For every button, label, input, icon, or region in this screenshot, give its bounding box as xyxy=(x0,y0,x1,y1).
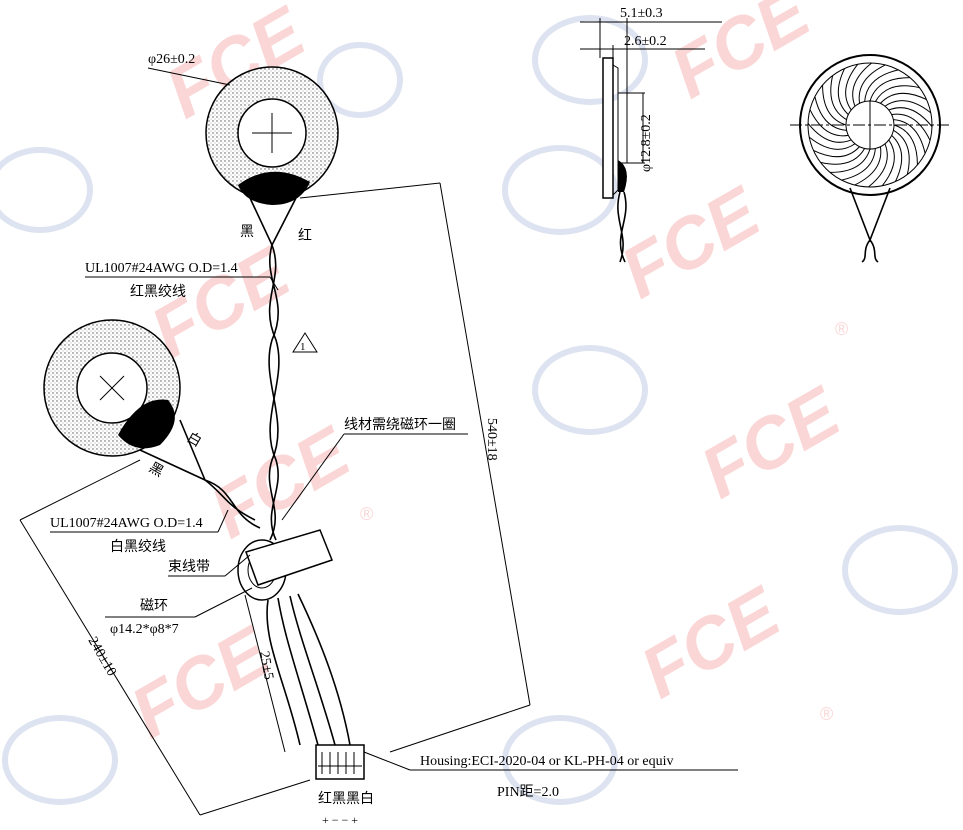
watermark-registered: ® xyxy=(835,319,848,339)
cone-vane xyxy=(891,135,903,182)
ferrite-size: φ14.2*φ8*7 xyxy=(110,622,179,637)
cone-vane xyxy=(884,100,932,114)
cone-vane xyxy=(868,143,888,188)
watermark-registered: ® xyxy=(820,704,833,724)
top-cable-spec: UL1007#24AWG O.D=1.4 xyxy=(85,261,238,276)
side-view: 5.1±0.3 2.6±0.2 φ12.8±0.2 xyxy=(580,6,722,263)
cone-vane xyxy=(869,77,910,102)
cone-vane xyxy=(830,75,847,121)
cone-vane xyxy=(891,113,931,141)
top-speaker: φ26±0.2 黑 红 UL1007#24AWG O.D=1.4 红黑绞线 1 xyxy=(85,52,339,541)
cone-vane xyxy=(893,129,910,175)
cone-vane xyxy=(809,109,849,137)
watermark-text: FCE xyxy=(608,172,774,314)
cone-vane xyxy=(837,68,849,115)
wire-white-label: 白 xyxy=(184,430,204,451)
housing-spec: Housing:ECI-2020-04 or KL-PH-04 or equiv xyxy=(420,754,674,769)
cone-vane xyxy=(888,107,933,127)
cone-vane xyxy=(893,119,926,154)
pin-colors: 红黑黑白 xyxy=(318,791,374,807)
cone-vane xyxy=(852,62,872,107)
cone-vane xyxy=(807,123,852,143)
ferrite-label: 磁环 xyxy=(140,598,168,614)
watermark-text: FCE xyxy=(658,0,824,114)
wire-red-label: 红 xyxy=(298,228,312,244)
cone-vane xyxy=(881,139,895,187)
left-cable-spec: UL1007#24AWG O.D=1.4 xyxy=(50,516,203,531)
cone-vane xyxy=(874,85,920,102)
connector-housing xyxy=(315,744,365,780)
frame-thickness: 2.6±0.2 xyxy=(624,34,667,49)
watermark-text: FCE xyxy=(688,372,854,514)
cone-vane xyxy=(880,92,927,104)
cone-vane xyxy=(841,148,876,181)
back-view xyxy=(790,54,950,263)
watermark-text: FCE xyxy=(628,572,794,714)
note-marker: 1 xyxy=(300,341,306,353)
magnet-diameter: φ12.8±0.2 xyxy=(639,114,654,172)
total-thickness: 5.1±0.3 xyxy=(620,6,663,21)
cone-vane xyxy=(814,96,847,131)
cone-vane xyxy=(822,85,847,126)
length-main: 540±18 xyxy=(484,418,499,461)
cone-vane xyxy=(808,136,856,150)
left-speaker: 白 黑 UL1007#24AWG O.D=1.4 白黑绞线 xyxy=(43,319,261,555)
cable-tie-label: 束线带 xyxy=(168,559,210,575)
dimension-25: 25±5 xyxy=(244,594,286,753)
cone-vane xyxy=(854,146,882,186)
wire-black-label: 黑 xyxy=(240,225,254,240)
wire-black-label-left: 黑 xyxy=(146,460,166,480)
watermark-text: FCE xyxy=(198,412,364,554)
cone-vane xyxy=(893,124,918,165)
pin-polarity: + − − + xyxy=(322,813,358,827)
cone-vane xyxy=(858,64,886,104)
cone-vane xyxy=(813,146,860,158)
length-left: 240±10 xyxy=(85,635,119,679)
dimension-540: 540±18 xyxy=(299,182,531,753)
top-speaker-diameter: φ26±0.2 xyxy=(148,52,195,67)
top-cable-desc: 红黑绞线 xyxy=(130,283,186,300)
cone-vane xyxy=(845,63,859,111)
ferrite-note: 线材需绕磁环一圈 xyxy=(344,417,456,433)
watermark-registered: ® xyxy=(360,504,373,524)
left-cable-desc: 白黑绞线 xyxy=(110,538,166,555)
length-strip: 25±5 xyxy=(256,650,276,681)
watermark-logo-icon xyxy=(0,15,958,805)
pin-pitch: PIN距=2.0 xyxy=(497,784,559,800)
cone-vane xyxy=(820,148,866,165)
cone-vane xyxy=(830,148,871,173)
cone-vane xyxy=(864,69,899,102)
